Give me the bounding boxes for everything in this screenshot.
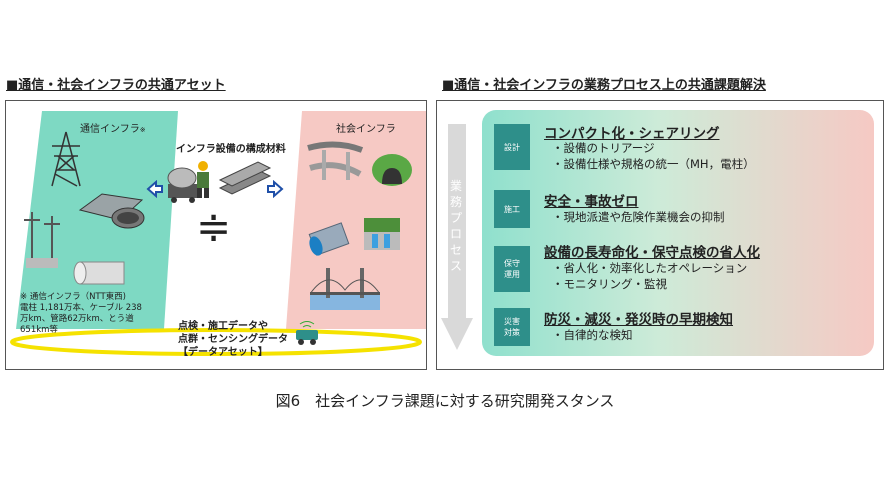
- issue-item: ・現地派遣や危険作業機会の抑制: [552, 210, 725, 224]
- right-arrow-icon: [267, 180, 284, 198]
- data-line: 点群・センシングデータ: [178, 334, 288, 345]
- data-line: 【データアセット】: [178, 347, 268, 358]
- dam-icon: [364, 218, 400, 250]
- phase-tag-disaster: 災害 対策: [494, 308, 530, 346]
- issue-heading: 安全・事故ゼロ: [544, 194, 639, 210]
- utility-pole-icon: [24, 212, 60, 268]
- data-asset-ring: [10, 328, 422, 356]
- steel-beam-icon: [218, 161, 272, 195]
- data-asset-label: 点検・施工データや 点群・センシングデータ 【データアセット】: [178, 320, 288, 359]
- telecom-area: [16, 111, 178, 329]
- issues-background: [482, 110, 874, 356]
- process-arrow: [441, 124, 473, 350]
- transmission-tower-icon: [51, 131, 81, 187]
- left-arrow-icon: [146, 180, 163, 198]
- mixer-truck-icon: [167, 167, 200, 203]
- figure-caption: 図6 社会インフラ課題に対する研究開発スタンス: [275, 392, 615, 410]
- culvert-icon: [308, 222, 350, 256]
- bridge-icon: [310, 268, 380, 310]
- issue-item: ・設備仕様や規格の統一（MH，電柱）: [552, 157, 755, 171]
- phase-tag-design: 設計: [494, 124, 530, 170]
- issue-heading: コンパクト化・シェアリング: [544, 126, 720, 142]
- issue-item: ・自律的な検知: [552, 328, 633, 342]
- materials-label: インフラ設備の構成材料: [176, 144, 286, 155]
- issue-item: ・モニタリング・監視: [552, 277, 667, 291]
- issue-heading: 設備の長寿命化・保守点検の省人化: [544, 245, 760, 261]
- social-label: 社会インフラ: [336, 124, 396, 135]
- approx-equal-symbol: ≑: [196, 202, 232, 251]
- inspection-car-icon: [296, 321, 318, 345]
- note-line: 万km、管路62万km、とう道: [20, 314, 134, 324]
- note-line: 電柱 1,181万本、ケーブル 238: [20, 303, 142, 313]
- worker-icon: [197, 161, 209, 198]
- issue-item: ・設備のトリアージ: [552, 141, 655, 155]
- tunnel-icon: [372, 154, 412, 186]
- telecom-label: 通信インフラ※: [80, 124, 146, 135]
- data-line: 点検・施工データや: [178, 321, 268, 332]
- manhole-icon: [78, 193, 145, 229]
- note-line: 651km等: [20, 325, 58, 335]
- phase-tag-maintenance: 保守 運用: [494, 246, 530, 292]
- right-section-title: ■通信・社会インフラの業務プロセス上の共通課題解決: [442, 78, 766, 93]
- left-section-title: ■通信・社会インフラの共通アセット: [6, 78, 226, 93]
- telecom-asset-note: ※ 通信インフラ（NTT東西) 電柱 1,181万本、ケーブル 238 万km、…: [20, 292, 142, 336]
- issue-heading: 防災・減災・発災時の早期検知: [544, 312, 733, 328]
- note-line: ※ 通信インフラ（NTT東西): [20, 292, 126, 302]
- process-arrow-label: 業務プロセス: [449, 179, 462, 273]
- highway-icon: [307, 141, 364, 180]
- phase-tag-construction: 施工: [494, 190, 530, 228]
- issue-item: ・省人化・効率化したオペレーション: [552, 261, 748, 275]
- pipe-icon: [73, 261, 125, 285]
